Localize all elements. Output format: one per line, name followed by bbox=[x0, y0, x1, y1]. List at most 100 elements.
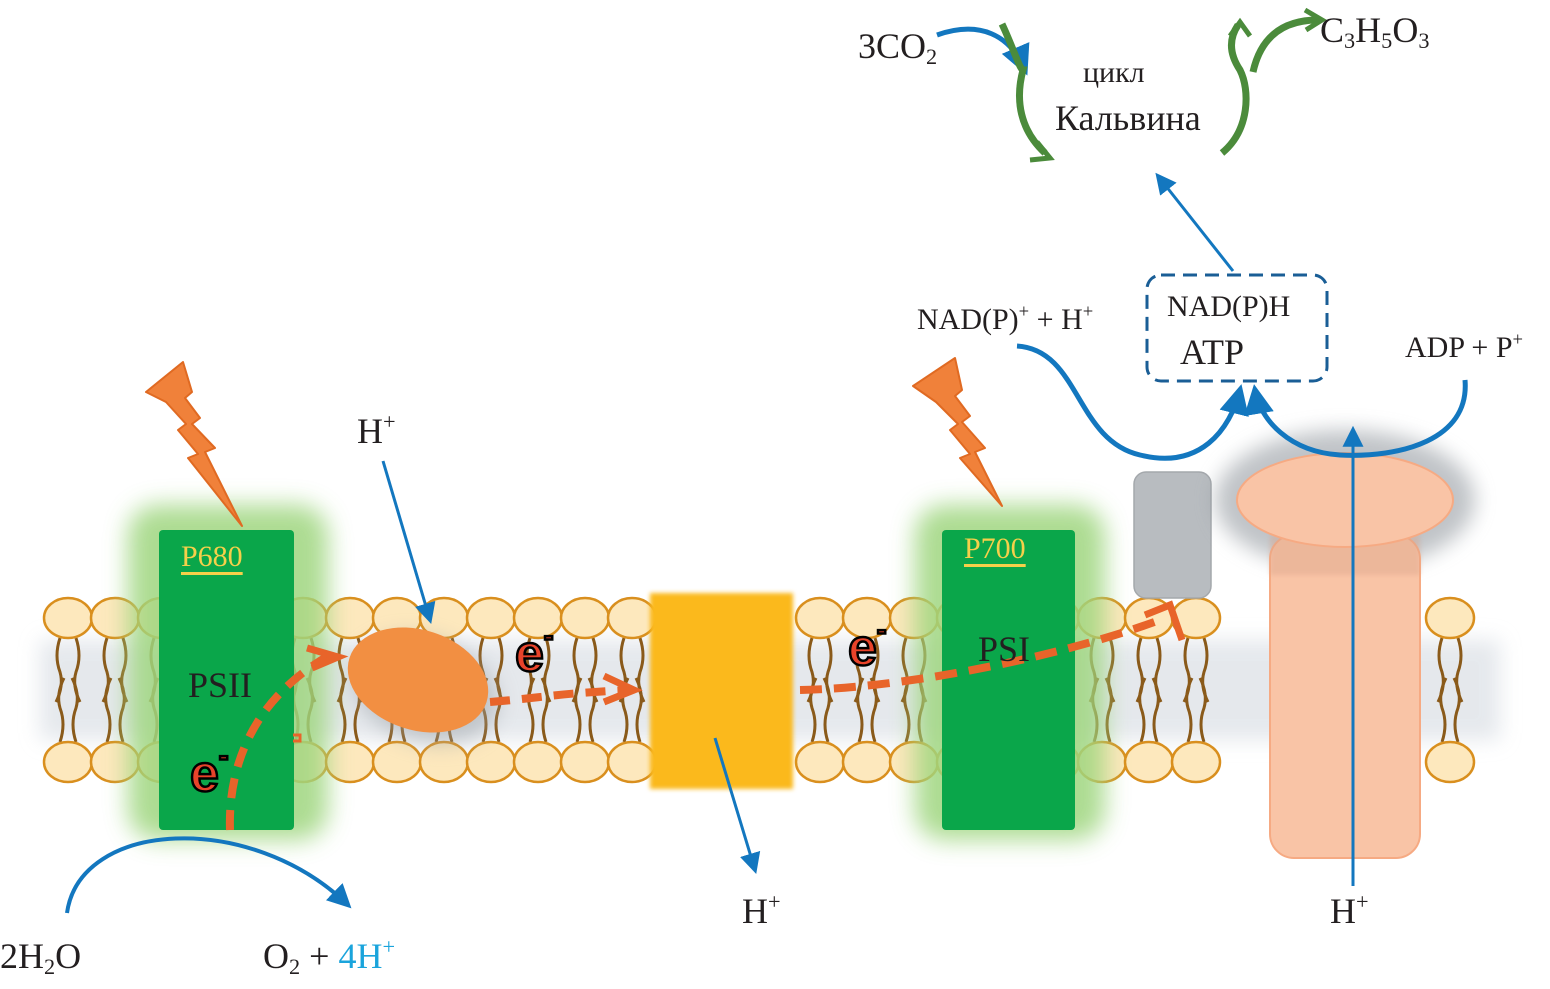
photosystem-ii bbox=[128, 505, 328, 840]
nadp-reactants-label: NAD(P)+ + H+ bbox=[917, 303, 1093, 336]
lipid-head bbox=[324, 740, 376, 784]
c3-h: H bbox=[1355, 10, 1382, 50]
products-line-2: ATP bbox=[1180, 332, 1245, 372]
lipid-tail bbox=[822, 677, 831, 743]
adp-reactants-label: ADP + P+ bbox=[1405, 331, 1523, 363]
water-coef: 2H bbox=[0, 936, 44, 976]
phosphate-charge: + bbox=[1512, 329, 1524, 351]
water-label: 2H2O bbox=[0, 936, 81, 978]
electron-charge: - bbox=[876, 614, 888, 647]
lipid-head bbox=[559, 596, 611, 640]
psii-electron-label: e- bbox=[189, 741, 230, 803]
lipid-tail bbox=[1104, 677, 1113, 743]
h-charge: + bbox=[1082, 301, 1094, 323]
plus-sign: + bbox=[300, 936, 339, 976]
electron-symbol: e bbox=[189, 745, 220, 803]
lipid-tail bbox=[1151, 677, 1160, 743]
lipid-tail bbox=[1198, 677, 1207, 743]
lipid-head bbox=[606, 596, 658, 640]
psii-name-label: PSII bbox=[188, 665, 253, 705]
atp-synthase bbox=[1215, 430, 1475, 859]
proton-symbol: H bbox=[1330, 891, 1356, 931]
co2-label: 3CO2 bbox=[858, 26, 937, 68]
psi-electron-label: e- bbox=[847, 615, 888, 677]
lipid-tail bbox=[587, 677, 596, 743]
ferredoxin-reductase bbox=[1133, 471, 1212, 599]
lipid-tail bbox=[903, 677, 912, 743]
lipid-tail bbox=[1452, 677, 1461, 743]
calvin-cycle-arrows bbox=[998, 7, 1327, 163]
psi-name-label: PSI bbox=[978, 629, 1031, 669]
proton-symbol: H bbox=[357, 411, 383, 451]
c3-product-label: C3H5O3 bbox=[1320, 10, 1429, 52]
lipid-tail bbox=[1439, 677, 1448, 743]
lipid-head bbox=[794, 740, 846, 784]
lipid-head bbox=[1424, 596, 1476, 640]
lipid-head bbox=[794, 596, 846, 640]
electron-transport-path bbox=[225, 600, 1186, 831]
lipid-tail bbox=[493, 677, 502, 743]
adp-arrow bbox=[1244, 379, 1468, 458]
c3-h-sub: 5 bbox=[1381, 28, 1393, 54]
proton-charge: + bbox=[768, 889, 781, 915]
plastoquinone-electron-label: e- bbox=[514, 621, 555, 683]
lipid-head bbox=[1123, 740, 1175, 784]
photosystem-i bbox=[915, 505, 1105, 840]
lipid-tail bbox=[634, 677, 643, 743]
proton-label-cytochrome: H+ bbox=[742, 891, 781, 931]
lipid-tail bbox=[1138, 677, 1147, 743]
calvin-cycle-line-1: цикл bbox=[1083, 56, 1145, 89]
lipid-head bbox=[324, 596, 376, 640]
lipid-head bbox=[606, 740, 658, 784]
electron-charge: - bbox=[543, 620, 555, 653]
lipid-tail bbox=[339, 677, 348, 743]
psi-pigment-label: P700 bbox=[964, 532, 1026, 565]
lipid-tail bbox=[117, 677, 126, 743]
photon-lightning-icon-psii bbox=[145, 361, 243, 527]
oxygen-symbol: O bbox=[263, 936, 289, 976]
products-box bbox=[1145, 273, 1329, 383]
co2-text: 3CO bbox=[858, 26, 927, 66]
lipid-head bbox=[512, 740, 564, 784]
proton-label-synthase: H+ bbox=[1330, 891, 1369, 931]
lipid-head bbox=[418, 740, 470, 784]
lipid-head bbox=[42, 740, 94, 784]
water-splitting-arrow bbox=[65, 836, 352, 914]
co2-sub: 2 bbox=[926, 44, 938, 70]
plastoquinone bbox=[347, 627, 499, 745]
lipid-head bbox=[1170, 740, 1222, 784]
lipid-tail bbox=[70, 677, 79, 743]
c3-c-sub: 3 bbox=[1344, 28, 1356, 54]
electron-symbol: e bbox=[847, 619, 878, 677]
oxygen-products-label: O2 + 4H+ bbox=[263, 936, 395, 978]
lipid-head bbox=[465, 596, 517, 640]
psii-pigment-label: P680 bbox=[181, 540, 243, 573]
nadp-text: NAD(P) bbox=[917, 303, 1019, 336]
proton-into-plastoquinone-arrow bbox=[381, 460, 436, 625]
nadp-arrow bbox=[1016, 343, 1249, 461]
nadp-charge: + bbox=[1018, 301, 1030, 323]
water-sub: 2 bbox=[44, 954, 56, 980]
proton-out-cytochrome-arrow bbox=[713, 737, 761, 875]
lipid-head bbox=[841, 740, 893, 784]
lipid-tail bbox=[574, 677, 583, 743]
h-text: + H bbox=[1029, 303, 1083, 336]
calvin-cycle-line-2: Кальвина bbox=[1055, 98, 1201, 138]
lipid-tail bbox=[856, 677, 865, 743]
lipid-tail bbox=[527, 677, 536, 743]
products-line-1: NAD(P)H bbox=[1167, 290, 1291, 323]
lipid-head bbox=[42, 596, 94, 640]
c3-c: C bbox=[1320, 10, 1345, 50]
protons-label: 4H bbox=[338, 936, 383, 976]
lipid-head bbox=[1424, 740, 1476, 784]
photon-lightning-icon-psi bbox=[912, 357, 1003, 507]
lipid-head bbox=[371, 740, 423, 784]
electron-symbol: e bbox=[514, 625, 545, 683]
lipid-head bbox=[465, 740, 517, 784]
lipid-head bbox=[559, 740, 611, 784]
proton-symbol: H bbox=[742, 891, 768, 931]
lipid-tail bbox=[1185, 677, 1194, 743]
lipid-tail bbox=[540, 677, 549, 743]
proton-charge: + bbox=[1356, 889, 1369, 915]
